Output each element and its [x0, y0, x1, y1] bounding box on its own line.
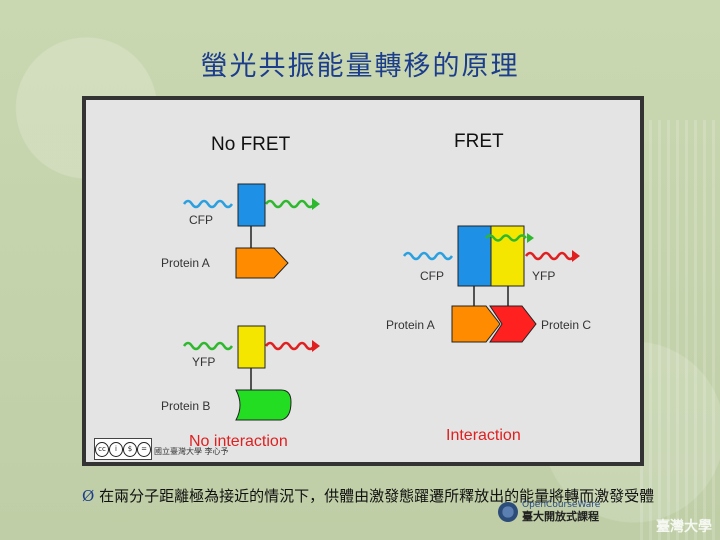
sa-icon: = — [137, 441, 151, 457]
slide-title: 螢光共振能量轉移的原理 — [200, 51, 520, 82]
right-cfp-label: CFP — [420, 269, 444, 283]
bullet-text: 在兩分子距離極為接近的情況下，供體由激發態躍遷所釋放出的能量將轉而激發受體 — [99, 487, 655, 505]
ocw-top-text: OpenCourseWare — [522, 500, 601, 510]
ntu-logo-icon — [498, 502, 518, 522]
fret-diagram: No FRET FRET CFP Protein A YFP Protein B… — [161, 131, 591, 450]
yfp-excitation-wave — [182, 341, 234, 351]
by-icon: i — [109, 441, 123, 457]
protein-a-shape — [235, 247, 289, 279]
emission-arrowhead — [572, 250, 580, 262]
cfp-excitation-wave — [182, 199, 234, 209]
ocw-logo: OpenCourseWare 臺大開放式課程 — [498, 500, 600, 524]
left-yfp-label: YFP — [192, 355, 215, 369]
right-yfp-label: YFP — [532, 269, 555, 283]
image-credit: 國立臺灣大學 李心予 — [154, 447, 229, 456]
fret-protein-a-shape — [451, 305, 501, 343]
protein-c-shape — [489, 305, 537, 343]
transfer-arrowhead — [527, 233, 534, 243]
right-protein-a-label: Protein A — [386, 318, 435, 332]
fret-excitation-wave — [402, 251, 454, 261]
no-interaction-label: No interaction — [189, 433, 288, 450]
left-protein-b-label: Protein B — [161, 399, 210, 413]
creative-commons-badge: cc i $ = — [94, 438, 152, 460]
cfp-box — [237, 183, 266, 227]
yfp-box — [237, 325, 266, 369]
interaction-label: Interaction — [446, 427, 521, 444]
fret-emission-wave — [524, 251, 576, 261]
no-fret-heading: No FRET — [211, 134, 291, 155]
left-cfp-label: CFP — [189, 213, 213, 227]
bullet-point: Ø 在兩分子距離極為接近的情況下，供體由激發態躍遷所釋放出的能量將轉而激發受體 — [82, 484, 682, 508]
right-protein-c-label: Protein C — [541, 318, 591, 332]
cfp-emission-wave — [264, 199, 316, 209]
emission-arrowhead — [312, 198, 320, 210]
protein-b-shape — [235, 389, 292, 421]
fret-diagram-panel: No FRET FRET CFP Protein A YFP Protein B… — [82, 96, 644, 466]
fret-cfp-box — [457, 225, 492, 287]
bullet-arrow-icon: Ø — [82, 487, 95, 505]
left-protein-a-label: Protein A — [161, 256, 210, 270]
yfp-emission-wave — [264, 341, 316, 351]
ocw-name: 臺大開放式課程 — [522, 510, 599, 523]
cc-icon: cc — [95, 441, 109, 457]
energy-transfer-wave — [485, 234, 527, 242]
emission-arrowhead — [312, 340, 320, 352]
nc-icon: $ — [123, 441, 137, 457]
corner-watermark: 臺灣大學 — [656, 519, 712, 535]
fret-heading: FRET — [454, 131, 504, 152]
decorative-pattern — [640, 120, 720, 540]
